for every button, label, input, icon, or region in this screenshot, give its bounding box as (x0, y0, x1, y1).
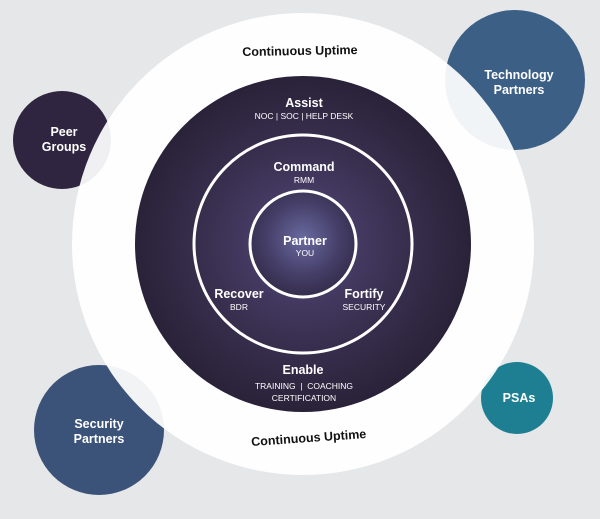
technology-partners-label-line2: Partners (494, 83, 545, 97)
peer-groups-label-line2: Groups (42, 140, 86, 154)
psas-label: PSAs (503, 391, 536, 405)
psas-circle (481, 362, 553, 434)
command-ring (192, 133, 414, 355)
fortify-subtitle: SECURITY (343, 302, 386, 312)
enable-title: Enable (283, 363, 324, 377)
assist-title: Assist (285, 96, 323, 110)
fortify-title: Fortify (345, 287, 384, 301)
top-uptime-label: Continuous Uptime (242, 43, 358, 59)
assist-subtitle: NOC | SOC | HELP DESK (255, 111, 354, 121)
enable-subtitle-line2: CERTIFICATION (272, 393, 336, 403)
partner-subtitle: YOU (296, 248, 314, 258)
recover-subtitle: BDR (230, 302, 248, 312)
security-partners-label-line2: Partners (74, 432, 125, 446)
enable-subtitle-line1: TRAINING | COACHING (255, 381, 353, 391)
peer-groups-label-line1: Peer (50, 125, 77, 139)
technology-partners-label-line1: Technology (484, 68, 553, 82)
recover-title: Recover (214, 287, 263, 301)
command-subtitle: RMM (294, 175, 314, 185)
command-title: Command (273, 160, 334, 174)
partner-center (248, 189, 358, 299)
security-partners-label-line1: Security (74, 417, 123, 431)
partner-title: Partner (283, 234, 327, 248)
